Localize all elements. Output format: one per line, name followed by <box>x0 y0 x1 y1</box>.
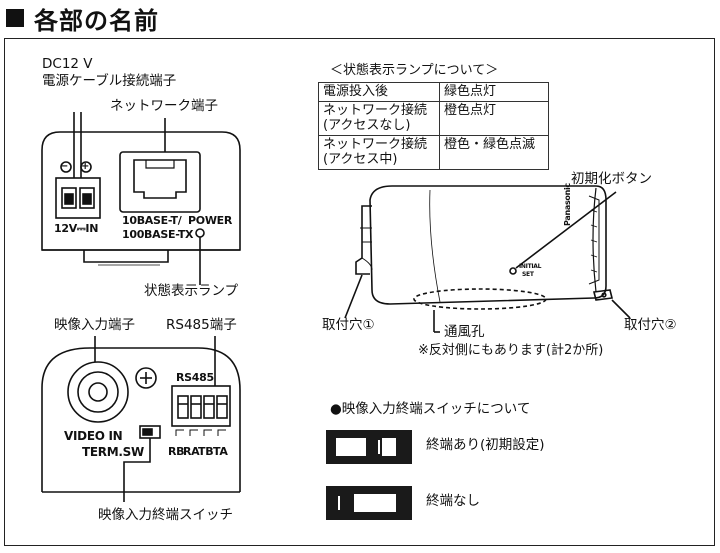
brand-logo: Panasonic <box>563 183 572 226</box>
lan-marking-line1: 10BASE-T/ <box>122 214 182 227</box>
network-port-label: ネットワーク端子 <box>110 98 218 114</box>
lamp-table-title: ＜状態表示ランプについて＞ <box>330 63 499 78</box>
lan-marking-line2: 100BASE-TX <box>122 228 194 241</box>
power-input-marking: 12V⎓IN <box>54 222 99 235</box>
header-square-icon <box>6 9 24 27</box>
device-perspective-drawing <box>344 185 631 333</box>
lamp-state-cell: 電源投入後 <box>318 82 440 102</box>
dc-label-line1: DC12 V <box>42 56 93 72</box>
switch-option-unterminated: 終端なし <box>426 493 480 509</box>
status-lamp-label: 状態表示ランプ <box>144 283 239 299</box>
power-led-marking: POWER <box>188 214 233 227</box>
dc-label-line2: 電源ケーブル接続端子 <box>42 73 177 89</box>
video-input-label: 映像入力端子 <box>54 317 135 333</box>
terminal-rb: RB <box>168 445 185 458</box>
mount-hole-1-label: 取付穴① <box>322 317 375 333</box>
vent-note: ※反対側にもあります(計2か所) <box>418 343 604 358</box>
polarity-minus: − <box>60 161 69 172</box>
reset-marking-line2: SET <box>522 271 534 278</box>
reset-marking-line1: INITIAL <box>519 263 542 270</box>
video-in-marking: VIDEO IN <box>64 429 123 443</box>
switch-option-terminated: 終端あり(初期設定) <box>426 437 545 453</box>
switch-on-icon <box>326 430 412 464</box>
table-row: ネットワーク接続 (アクセス中) 橙色・緑色点滅 <box>318 134 549 170</box>
terminal-ta: TA <box>213 445 228 458</box>
rear-panel-drawing <box>41 336 241 502</box>
lamp-state-cell: ネットワーク接続 (アクセス中) <box>318 134 440 170</box>
table-row: ネットワーク接続 (アクセスなし) 橙色点灯 <box>318 100 549 136</box>
reset-button-label: 初期化ボタン <box>571 171 652 187</box>
table-row: 電源投入後 緑色点灯 <box>318 82 549 102</box>
terminal-ra: RA <box>183 445 200 458</box>
diagram-frame <box>4 38 715 546</box>
vent-label: 通風孔 <box>444 324 485 340</box>
switch-section-title: ●映像入力終端スイッチについて <box>330 401 531 417</box>
rs485-marking: RS485 <box>176 371 214 384</box>
lamp-color-cell: 橙色・緑色点滅 <box>439 134 549 170</box>
switch-off-icon <box>326 486 412 520</box>
page-header: 各部の名前 <box>6 2 159 35</box>
terminal-tb: TB <box>198 445 214 458</box>
front-panel-drawing <box>41 112 241 285</box>
lamp-state-cell: ネットワーク接続 (アクセスなし) <box>318 100 440 136</box>
lamp-color-cell: 緑色点灯 <box>439 82 549 102</box>
lamp-color-cell: 橙色点灯 <box>439 100 549 136</box>
lamp-status-table: 電源投入後 緑色点灯 ネットワーク接続 (アクセスなし) 橙色点灯 ネットワーク… <box>318 82 549 170</box>
rs485-terminal-label: RS485端子 <box>166 317 237 333</box>
term-sw-marking: TERM.SW <box>82 445 144 459</box>
term-switch-label: 映像入力終端スイッチ <box>98 507 233 523</box>
mount-hole-2-label: 取付穴② <box>624 317 677 333</box>
page-title: 各部の名前 <box>34 6 159 35</box>
polarity-plus: + <box>81 161 90 172</box>
